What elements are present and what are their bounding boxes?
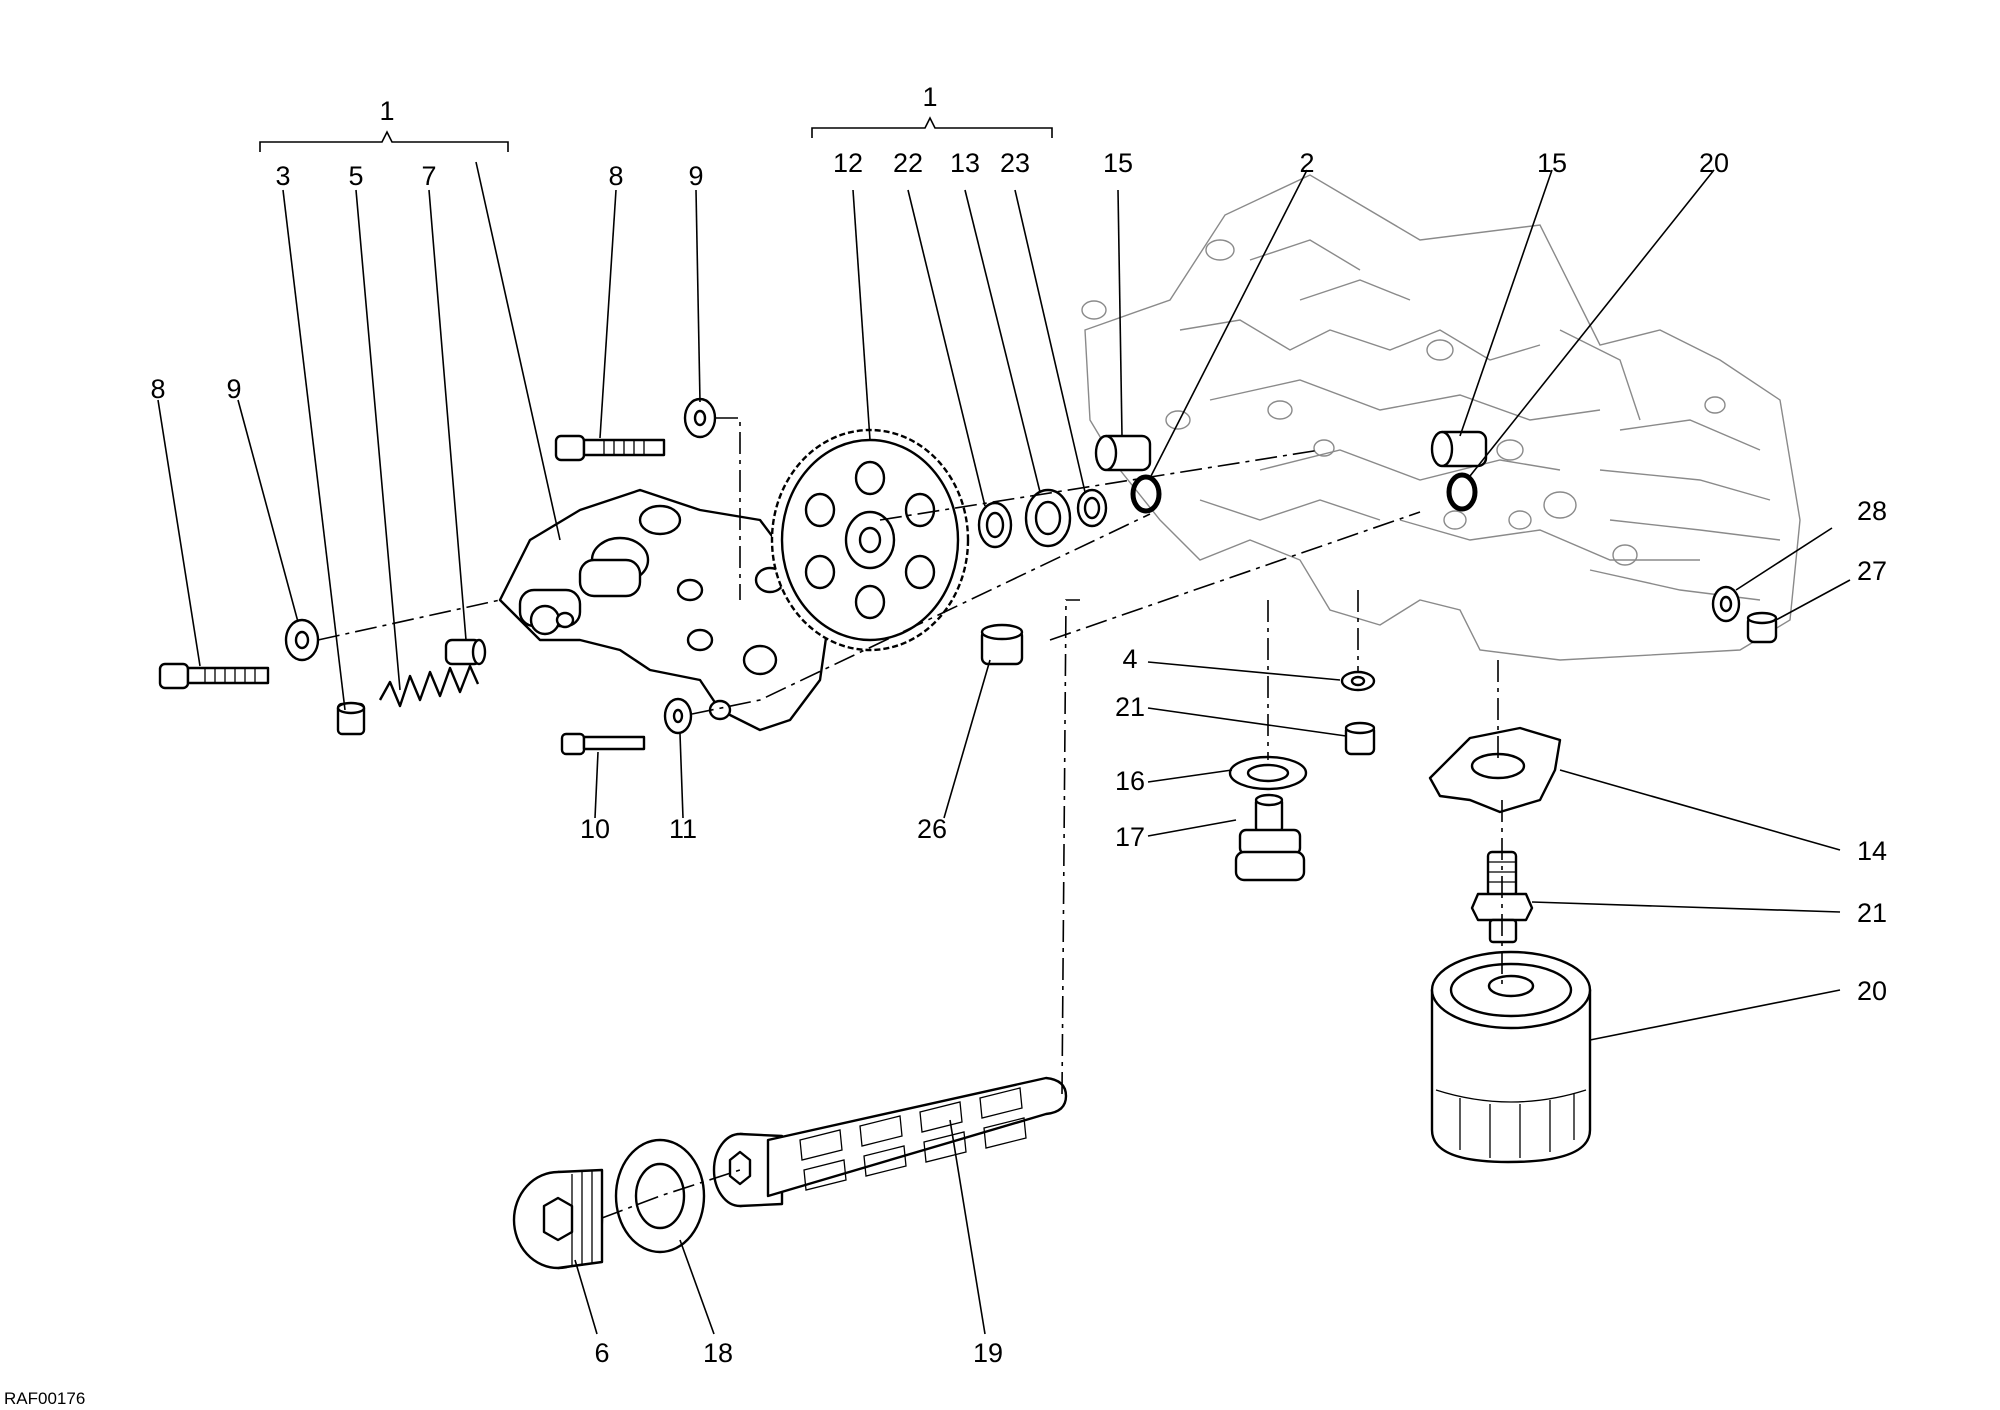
washer-4 <box>1340 670 1376 692</box>
callout-4: 4 <box>1122 644 1137 674</box>
callout-26: 26 <box>917 814 947 844</box>
screw-left <box>158 662 270 690</box>
circlip-24 <box>977 501 1013 549</box>
assembly-lines <box>317 417 1503 1219</box>
callout-8-left: 8 <box>150 374 165 404</box>
screw-upper <box>554 434 666 462</box>
callout-11: 11 <box>669 814 697 844</box>
seal-16 <box>1228 755 1308 791</box>
callout-19: 19 <box>973 1338 1003 1368</box>
pump-gear <box>770 428 970 652</box>
callout-22: 20 <box>1699 148 1729 178</box>
group-bracket-right <box>811 116 1053 138</box>
crankcase-drawing <box>1081 174 1801 661</box>
washer-28 <box>1711 585 1741 623</box>
callout-13: 13 <box>950 148 980 178</box>
strainer-19 <box>712 1076 1068 1208</box>
callout-10: 10 <box>580 814 610 844</box>
callout-7: 7 <box>421 161 436 191</box>
plug-27 <box>1746 611 1778 644</box>
washer-upper <box>683 397 717 439</box>
group-label-left: 1 <box>379 96 394 126</box>
callout-24: 22 <box>893 148 923 178</box>
washer-left <box>284 618 320 662</box>
washer-lower <box>663 697 693 735</box>
callout-25: 23 <box>1000 148 1030 178</box>
seal-18 <box>614 1138 706 1254</box>
callout-18: 18 <box>703 1338 733 1368</box>
oil-pump-body <box>498 488 832 732</box>
o-ring-22 <box>1446 472 1478 512</box>
threaded-insert <box>980 623 1024 666</box>
callout-9-left: 9 <box>226 374 241 404</box>
callout-5: 5 <box>348 161 363 191</box>
callout-6: 6 <box>594 1338 609 1368</box>
callout-27: 27 <box>1857 556 1887 586</box>
callout-9-upper: 9 <box>688 161 703 191</box>
dowel-right <box>1430 430 1488 468</box>
callout-2: 2 <box>1299 148 1314 178</box>
drain-plug-17 <box>1234 793 1306 882</box>
callout-16: 16 <box>1115 766 1145 796</box>
callout-28: 28 <box>1857 496 1887 526</box>
callout-15-right: 15 <box>1537 148 1567 178</box>
callout-12: 12 <box>833 148 863 178</box>
callout-21: 21 <box>1857 898 1887 928</box>
callout-8-upper: 8 <box>608 161 623 191</box>
spring <box>378 664 480 708</box>
group-label-right: 1 <box>922 82 937 112</box>
callout-3: 3 <box>275 161 290 191</box>
callout-15-left: 15 <box>1103 148 1133 178</box>
baffle-plate-14 <box>1428 726 1562 814</box>
oil-filter-20 <box>1430 950 1592 1164</box>
bushing-13 <box>1024 488 1072 548</box>
group-bracket-left <box>259 130 509 152</box>
plug-23 <box>1344 721 1376 756</box>
drain-plug-6 <box>512 1168 604 1270</box>
plug <box>336 701 366 736</box>
callout-17: 17 <box>1115 822 1145 852</box>
dowel-left <box>1094 434 1152 472</box>
relief-valve <box>444 638 487 666</box>
drawing-code: RAF00176 <box>4 1389 85 1408</box>
leader-lines <box>157 161 1851 1335</box>
callout-23: 21 <box>1115 692 1145 722</box>
callout-14: 14 <box>1857 836 1887 866</box>
callout-labels: 1 1 3 5 7 8 9 8 9 10 11 12 22 13 23 15 2… <box>4 82 1887 1408</box>
callout-20: 20 <box>1857 976 1887 1006</box>
circlip-25 <box>1076 488 1108 528</box>
screw-lower <box>560 732 646 756</box>
